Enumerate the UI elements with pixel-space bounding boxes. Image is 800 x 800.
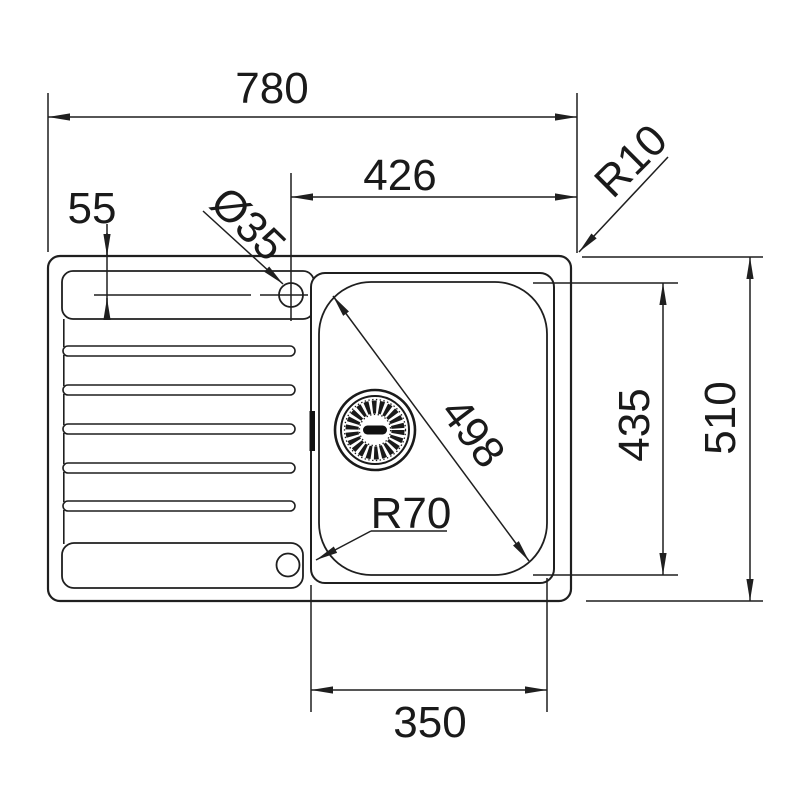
dimension-r70 [315,530,447,561]
drainer-groove [62,423,296,435]
dim-label-435: 435 [610,388,659,461]
dim-label-r70: R70 [371,489,452,538]
dimension-426 [290,173,577,321]
dim-label-780: 780 [235,64,308,113]
dimension-r10 [578,156,669,253]
dimension-tap-diameter [202,210,284,285]
dim-label-426: 426 [363,151,436,200]
strainer-handle-bar [363,425,387,435]
drainer-groove [62,384,296,396]
leader-line [578,156,669,253]
leader-line [202,210,284,285]
leader-line [315,530,372,561]
dimension-350 [310,578,548,712]
drainer-groove [62,500,296,512]
drainer-groove [62,462,296,474]
dimension-780 [47,93,578,253]
dim-label-350: 350 [393,698,466,747]
dimension-498 [332,295,530,562]
dimension-510 [582,256,763,602]
drainer-drain-hole [275,552,301,578]
dimension-line [332,295,530,562]
dim-label-r10: R10 [585,115,677,207]
drainer-groove [62,345,296,357]
dimension-435 [533,282,678,576]
dim-label-55: 55 [68,184,117,233]
dim-label-510: 510 [696,381,745,454]
sink-rim-outline [46,254,573,603]
drainer-bottom-band [61,542,304,589]
bowl-inner-outline [318,281,548,576]
bowl-overflow-mark [309,411,315,451]
